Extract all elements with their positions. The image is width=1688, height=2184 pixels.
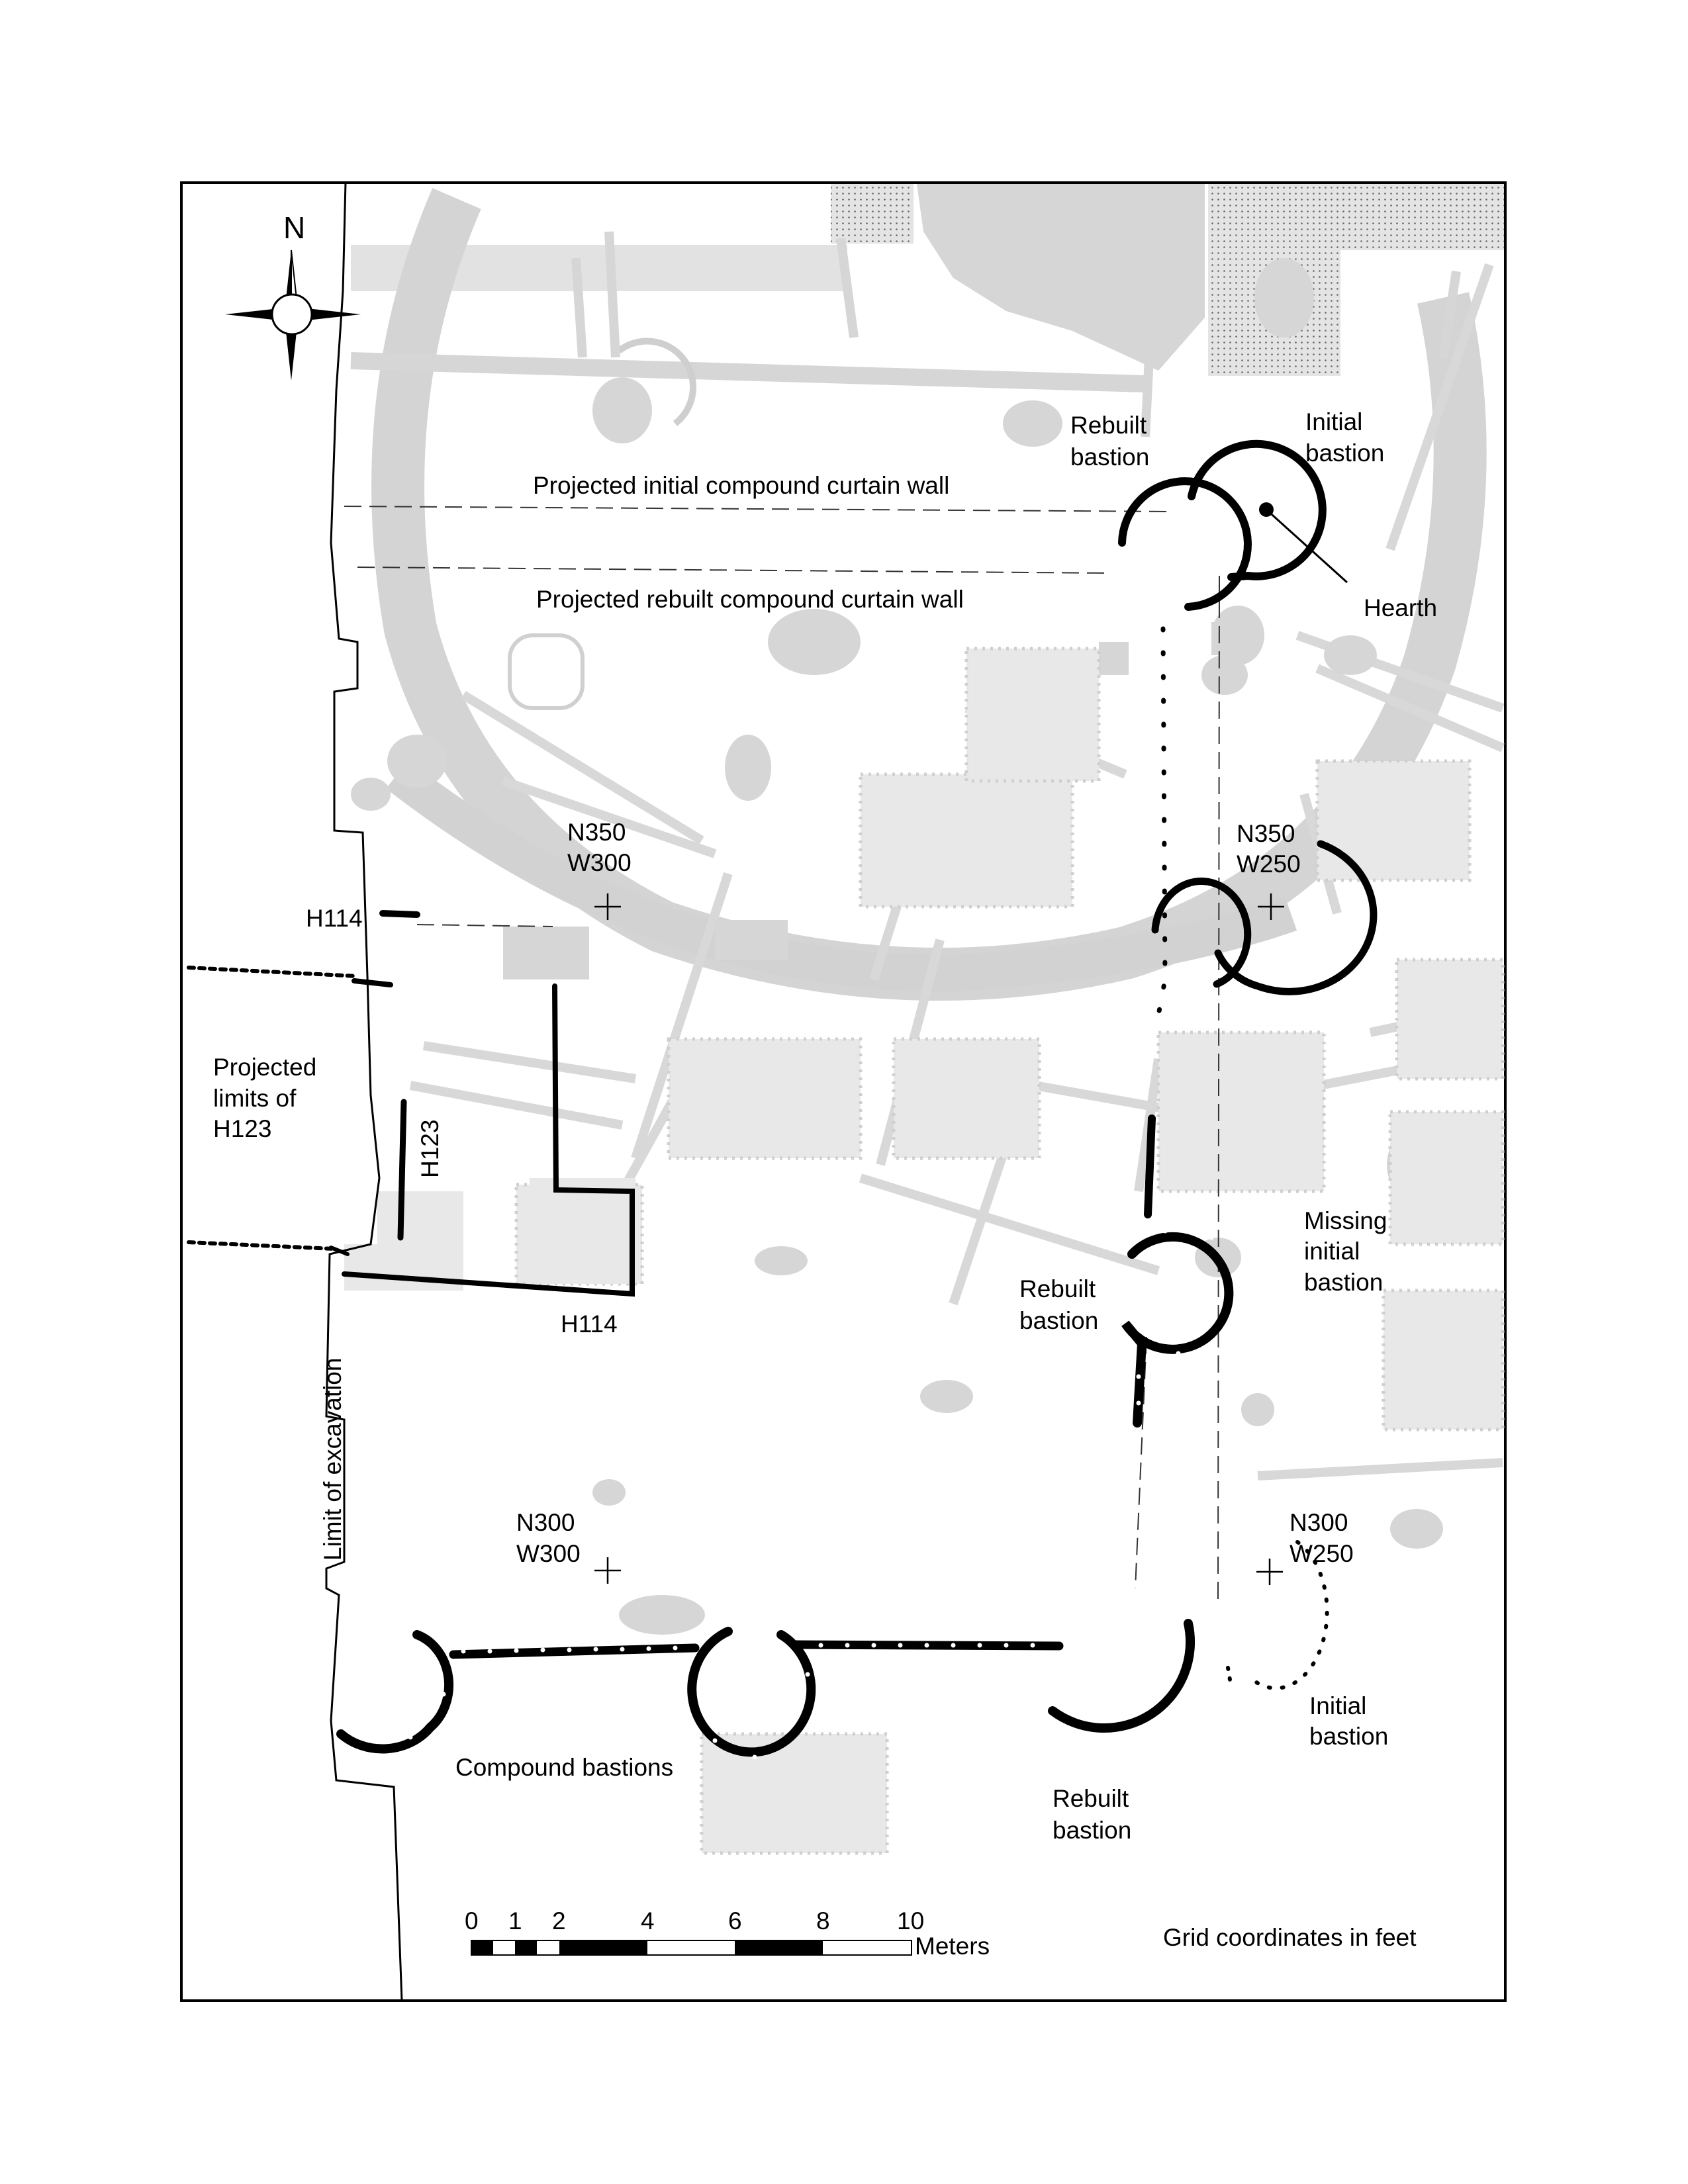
grid-markers	[594, 893, 1284, 1585]
label-h114-top: H114	[306, 905, 363, 932]
label-rebuilt-mid-1: Rebuilt	[1019, 1275, 1096, 1302]
scale-tick-8: 8	[816, 1907, 830, 1934]
label-initial-top-1: Initial	[1305, 408, 1362, 435]
label-limit-of-excavation: Limit of excavation	[319, 1358, 346, 1561]
limit-of-excavation-line	[325, 182, 403, 2001]
scale-tick-10: 10	[897, 1907, 924, 1934]
bottom-bastion-middle	[687, 1627, 816, 1757]
label-initial-top-2: bastion	[1305, 439, 1384, 467]
bottom-rebuilt-bastion	[1048, 1619, 1196, 1733]
label-initial-bottom-1: Initial	[1309, 1692, 1366, 1719]
label-projected-initial-wall: Projected initial compound curtain wall	[533, 472, 949, 499]
scale-tick-4: 4	[641, 1907, 655, 1934]
label-projected-limits-1: Projected	[213, 1054, 316, 1081]
mid-bastion-left	[1151, 878, 1252, 988]
label-rebuilt-top-1: Rebuilt	[1070, 412, 1147, 439]
label-grid-n350-w250-b: W250	[1237, 850, 1301, 878]
label-grid-n350-w300-a: N350	[567, 819, 626, 846]
label-rebuilt-bottom-1: Rebuilt	[1053, 1785, 1129, 1812]
label-missing-3: bastion	[1304, 1269, 1383, 1296]
label-rebuilt-bottom-2: bastion	[1053, 1817, 1131, 1844]
label-grid-n300-w250-a: N300	[1289, 1509, 1348, 1536]
projected-lines	[344, 506, 1220, 1602]
scale-tick-6: 6	[728, 1907, 742, 1934]
label-grid-n300-w300-a: N300	[516, 1509, 575, 1536]
hearth-leader	[1265, 508, 1348, 584]
north-arrow-icon	[225, 250, 361, 381]
label-hearth: Hearth	[1364, 594, 1437, 621]
label-missing-2: initial	[1304, 1238, 1360, 1265]
scale-tick-1: 1	[508, 1907, 522, 1934]
scale-unit: Meters	[915, 1933, 990, 1960]
label-missing-1: Missing	[1304, 1207, 1387, 1234]
label-projected-limits-3: H123	[213, 1115, 271, 1142]
stipple-area-1	[831, 184, 914, 244]
top-initial-bastion	[1188, 439, 1327, 581]
label-h123: H123	[416, 1120, 444, 1178]
bastion-features	[187, 439, 1378, 1757]
label-grid-n300-w250-b: W250	[1289, 1540, 1354, 1567]
label-rebuilt-top-2: bastion	[1070, 443, 1149, 471]
mid-bastion-right	[1214, 840, 1378, 995]
missing-bastion-rebuilt	[1121, 1232, 1234, 1428]
scale-tick-2: 2	[552, 1907, 566, 1934]
bottom-bastion-left	[336, 1630, 454, 1754]
label-grid-note: Grid coordinates in feet	[1163, 1924, 1417, 1951]
label-h114-bottom: H114	[561, 1310, 618, 1338]
top-rebuilt-bastion	[1118, 477, 1252, 611]
label-grid-n300-w300-b: W300	[516, 1540, 581, 1567]
scale-bar: 0 1 2 4 6 8 10 Meters	[465, 1907, 990, 1960]
label-grid-n350-w250-a: N350	[1237, 820, 1295, 847]
stipple-area-3	[1314, 184, 1504, 250]
post-molds	[368, 1228, 1247, 1760]
label-initial-bottom-2: bastion	[1309, 1723, 1388, 1750]
label-grid-n350-w300-b: W300	[567, 849, 632, 876]
scale-tick-0: 0	[465, 1907, 479, 1934]
label-compound-bastions: Compound bastions	[455, 1754, 673, 1781]
label-projected-limits-2: limits of	[213, 1085, 297, 1112]
background-features	[344, 184, 1505, 1855]
label-rebuilt-mid-2: bastion	[1019, 1307, 1098, 1334]
north-label: N	[283, 210, 305, 245]
label-projected-rebuilt-wall: Projected rebuilt compound curtain wall	[536, 586, 964, 613]
